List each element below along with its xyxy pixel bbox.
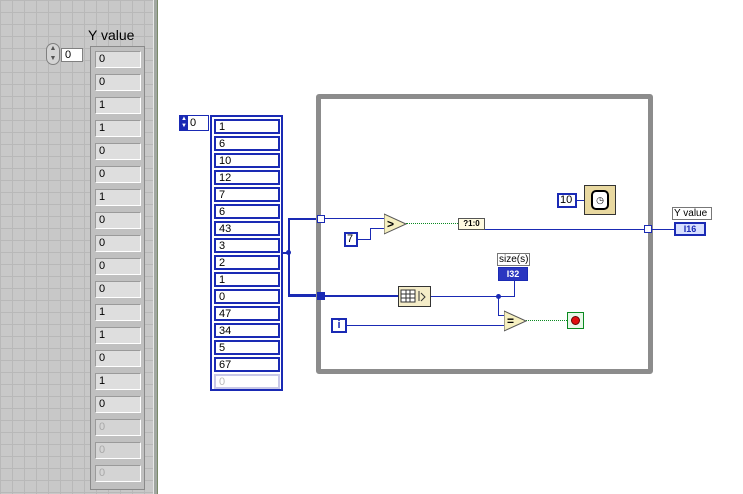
tunnel-in[interactable]	[317, 292, 325, 300]
array-element-empty: 0	[95, 465, 141, 482]
boolean-wire	[526, 320, 567, 321]
array-element: 0	[95, 281, 141, 298]
wire	[652, 229, 674, 230]
wire-junction	[286, 250, 291, 255]
greater-than-icon: >	[383, 213, 408, 235]
wire	[288, 218, 290, 296]
array-constant-element[interactable]: 47	[214, 306, 280, 321]
array-element: 1	[95, 189, 141, 206]
wire	[370, 228, 371, 240]
greater-than-node[interactable]: >	[383, 213, 408, 238]
array-constant-index-value: 0	[190, 117, 197, 129]
array-constant-element[interactable]: 6	[214, 204, 280, 219]
array-element: 1	[95, 97, 141, 114]
array-constant-element[interactable]: 7	[214, 187, 280, 202]
array-element: 1	[95, 373, 141, 390]
wire	[431, 296, 499, 297]
array-element: 0	[95, 143, 141, 160]
wire	[358, 239, 371, 240]
numeric-constant-7[interactable]: 7	[344, 232, 358, 247]
wire	[577, 200, 584, 201]
array-constant-element[interactable]: 43	[214, 221, 280, 236]
wire	[498, 315, 506, 316]
index-spinner-icon[interactable]: ▲▼	[180, 116, 188, 130]
array-constant-element[interactable]: 6	[214, 136, 280, 151]
wire	[498, 296, 499, 316]
y-value-indicator-terminal[interactable]: I16	[674, 222, 706, 236]
indexing-tunnel-in[interactable]	[317, 215, 325, 223]
wire	[288, 218, 317, 220]
array-constant-element[interactable]: 1	[214, 119, 280, 134]
wait-ms-node[interactable]: ◷	[584, 185, 616, 215]
wire	[514, 281, 515, 297]
array-element: 1	[95, 304, 141, 321]
array-constant-element[interactable]: 1	[214, 272, 280, 287]
while-loop[interactable]	[316, 94, 653, 374]
array-element: 0	[95, 235, 141, 252]
wire	[347, 325, 506, 326]
wristwatch-icon: ◷	[591, 190, 609, 210]
array-constant-index[interactable]: ▲▼ 0	[179, 115, 209, 131]
greater-than-symbol: >	[387, 217, 394, 231]
array-element-empty: 0	[95, 442, 141, 459]
array-element: 1	[95, 120, 141, 137]
array-index-field[interactable]: 0	[61, 48, 83, 62]
array-constant-element-empty[interactable]: 0	[214, 374, 280, 389]
array-label: Y value	[88, 27, 135, 43]
array-element: 0	[95, 350, 141, 367]
equal-node[interactable]: =	[503, 310, 528, 335]
array-constant-element[interactable]: 2	[214, 255, 280, 270]
indexing-tunnel-out[interactable]	[644, 225, 652, 233]
array-element-empty: 0	[95, 419, 141, 436]
array-constant-element[interactable]: 0	[214, 289, 280, 304]
array-constant-element[interactable]: 10	[214, 153, 280, 168]
window-divider[interactable]	[153, 0, 158, 494]
equal-icon: =	[503, 310, 528, 332]
array-element: 0	[95, 212, 141, 229]
index-spinner[interactable]: ▲▼	[46, 43, 60, 65]
y-value-indicator-label: Y value	[672, 207, 712, 220]
numeric-constant-10[interactable]: 10	[557, 193, 577, 208]
stop-condition-terminal[interactable]	[567, 312, 584, 329]
array-element: 0	[95, 51, 141, 68]
wire	[485, 229, 645, 230]
size-indicator-terminal[interactable]: I32	[498, 267, 528, 281]
array-size-icon	[400, 289, 426, 303]
array-element: 0	[95, 258, 141, 275]
wire-junction	[496, 294, 501, 299]
wire	[288, 294, 317, 297]
boolean-to-number-node[interactable]: ?1:0	[458, 218, 485, 230]
stop-icon	[571, 316, 580, 325]
wire	[325, 295, 398, 297]
wire	[325, 218, 385, 219]
iteration-terminal[interactable]: i	[331, 318, 347, 333]
y-value-array-indicator: 0 0 1 1 0 0 1 0 0 0 0 1 1 0 1 0 0 0 0	[90, 46, 145, 490]
wire	[499, 296, 514, 297]
array-element: 0	[95, 396, 141, 413]
boolean-wire	[406, 223, 458, 224]
wire	[370, 228, 385, 229]
array-element: 1	[95, 327, 141, 344]
array-element: 0	[95, 166, 141, 183]
array-constant-element[interactable]: 5	[214, 340, 280, 355]
size-indicator-label: size(s)	[497, 253, 530, 266]
array-constant-element[interactable]: 34	[214, 323, 280, 338]
array-element: 0	[95, 74, 141, 91]
array-size-node[interactable]	[398, 286, 431, 307]
array-constant-element[interactable]: 12	[214, 170, 280, 185]
array-constant-element[interactable]: 3	[214, 238, 280, 253]
equal-symbol: =	[507, 314, 514, 328]
array-constant-element[interactable]: 67	[214, 357, 280, 372]
